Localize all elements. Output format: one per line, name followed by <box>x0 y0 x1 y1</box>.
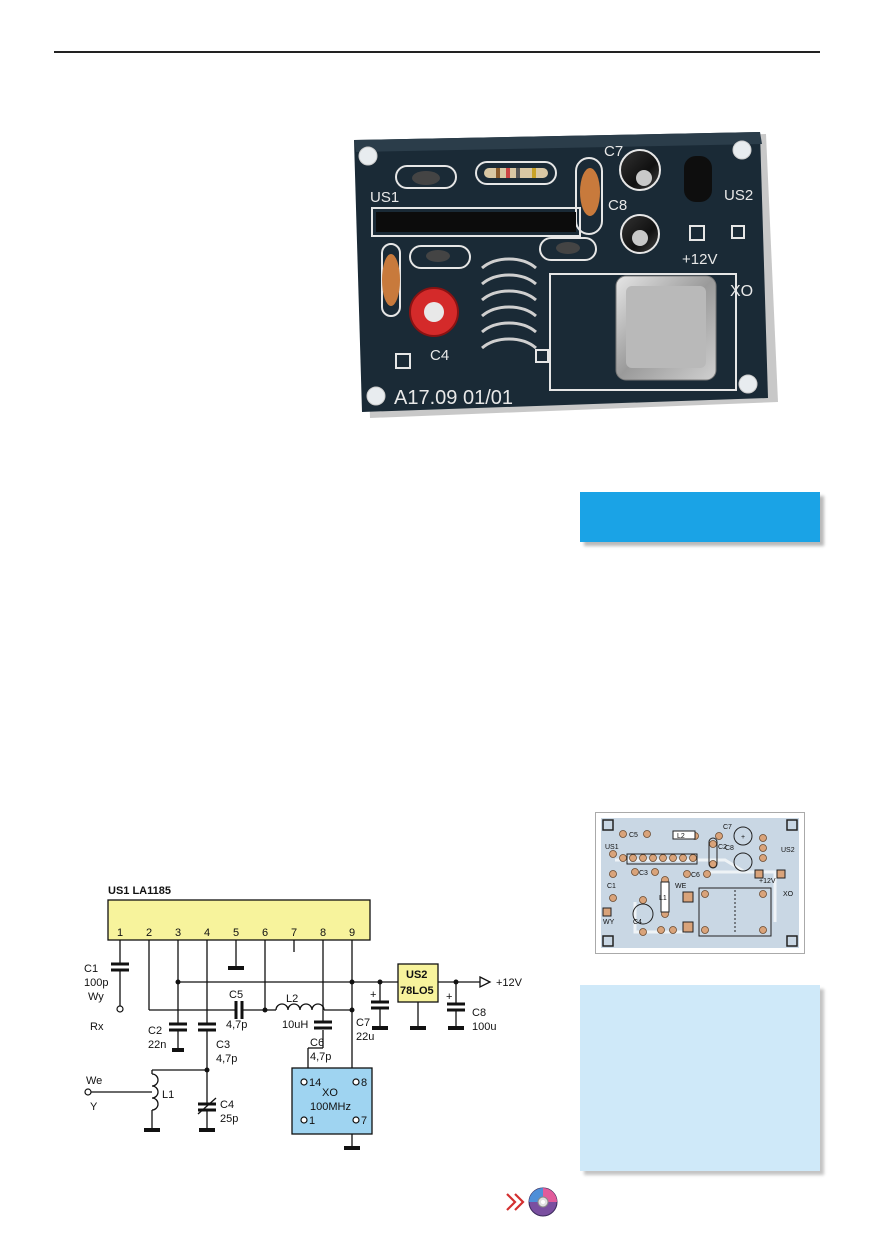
c1-value: 100p <box>84 977 108 989</box>
xo-pin-8: 8 <box>361 1077 367 1089</box>
label-c7: C7 <box>604 143 623 160</box>
us2-label: US2 <box>406 969 427 981</box>
wy-label: Wy <box>88 991 104 1003</box>
c3-label: C3 <box>216 1039 230 1051</box>
pin-6: 6 <box>262 927 268 939</box>
xo-pin-7: 7 <box>361 1115 367 1127</box>
c8-plus: + <box>446 991 452 1003</box>
pin-1: 1 <box>117 927 123 939</box>
schematic: US1 LA1185 1 2 3 4 5 6 7 8 9 C1 100p Wy … <box>84 885 523 1150</box>
label-c8: C8 <box>608 197 627 214</box>
pin-7: 7 <box>291 927 297 939</box>
mount-hole <box>366 386 386 406</box>
c7-value: 22u <box>356 1031 374 1043</box>
c7-plus: + <box>370 989 376 1001</box>
ic-us1 <box>107 899 371 941</box>
pcb-label-c2: C2 <box>718 844 727 851</box>
pcb-label-c8: C8 <box>725 845 734 852</box>
c8-label: C8 <box>472 1007 486 1019</box>
pin-4: 4 <box>204 927 210 939</box>
label-us2: US2 <box>724 187 753 204</box>
pcb-label-l1: L1 <box>659 895 667 902</box>
l2-value: 10uH <box>282 1019 308 1031</box>
pcb-layout: C5 L2 C7 US1 C2 C8 US2 C3 C6 +12V C1 WE … <box>595 812 805 954</box>
c4-label: C4 <box>220 1099 234 1111</box>
c1-label: C1 <box>84 963 98 975</box>
label-xo: XO <box>730 283 753 300</box>
ic-us2 <box>397 963 439 1003</box>
label-board-id: A17.09 01/01 <box>394 387 513 409</box>
pcb-label-c1: C1 <box>607 883 616 890</box>
rx-label: Rx <box>90 1021 104 1033</box>
pcb-label-l2: L2 <box>677 833 685 840</box>
pcb-label-plus: + <box>741 834 745 841</box>
c5-value: 4,7p <box>226 1019 247 1031</box>
label-c4: C4 <box>430 347 449 364</box>
xo-pin-1: 1 <box>309 1115 315 1127</box>
we-label: We <box>86 1075 102 1087</box>
mount-hole <box>732 140 752 160</box>
mount-hole <box>738 374 758 394</box>
l2-label: L2 <box>286 993 298 1005</box>
pcb-label-we: WE <box>675 883 687 890</box>
top-rule <box>54 51 820 53</box>
pcb-label-xo: XO <box>783 891 794 898</box>
label-12v: +12V <box>682 251 717 268</box>
pin-8: 8 <box>320 927 326 939</box>
pin-2: 2 <box>146 927 152 939</box>
pin-3: 3 <box>175 927 181 939</box>
us2-part: 78LO5 <box>400 985 434 997</box>
pin-9: 9 <box>349 927 355 939</box>
c6-label: C6 <box>310 1037 324 1049</box>
pcb-label-us1: US1 <box>605 844 619 851</box>
xo-label: XO <box>322 1087 338 1099</box>
ic-us1-title: US1 LA1185 <box>108 885 171 897</box>
pcb-label-12v: +12V <box>759 878 776 885</box>
info-box-header <box>580 492 820 542</box>
pcb-label-c6: C6 <box>691 872 700 879</box>
mount-hole <box>358 146 378 166</box>
y-label: Y <box>90 1101 98 1113</box>
xo-pin-14: 14 <box>309 1077 321 1089</box>
pcb-label-c4: C4 <box>633 919 642 926</box>
pcb-label-us2: US2 <box>781 847 795 854</box>
c5-label: C5 <box>229 989 243 1001</box>
c2-value: 22n <box>148 1039 166 1051</box>
board-photo: US1 C7 C8 US2 +12V C4 XO A17.09 01/01 <box>354 132 778 418</box>
c7-label: C7 <box>356 1017 370 1029</box>
pcb-label-c5: C5 <box>629 832 638 839</box>
l1-label: L1 <box>162 1089 174 1101</box>
c6-value: 4,7p <box>310 1051 331 1063</box>
info-box-body <box>580 985 820 1171</box>
c3-value: 4,7p <box>216 1053 237 1065</box>
c4-value: 25p <box>220 1113 238 1125</box>
pcb-label-c7: C7 <box>723 824 732 831</box>
pin-5: 5 <box>233 927 239 939</box>
c2-label: C2 <box>148 1025 162 1037</box>
pcb-label-wy: WY <box>603 919 615 926</box>
supply-label: +12V <box>496 977 523 989</box>
cd-icon <box>506 1187 558 1217</box>
c8-value: 100u <box>472 1021 496 1033</box>
pcb-label-c3: C3 <box>639 870 648 877</box>
label-us1: US1 <box>370 189 399 206</box>
xo-frequency: 100MHz <box>310 1101 351 1113</box>
